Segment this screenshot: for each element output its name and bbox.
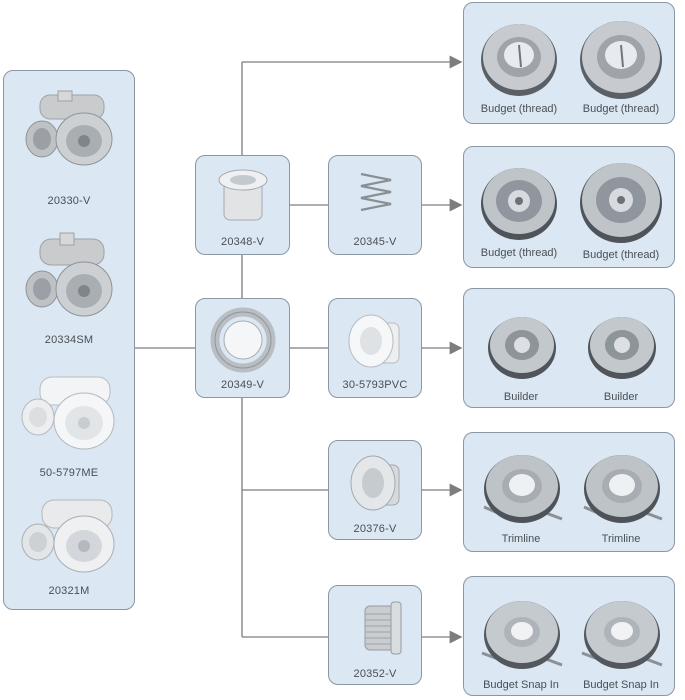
jet-label: Trimline bbox=[601, 533, 641, 545]
jet-label: Budget (thread) bbox=[582, 103, 660, 115]
jet-label: Budget Snap In bbox=[483, 679, 559, 691]
jet-builder-image bbox=[588, 317, 656, 379]
adapter-label: 20348-V bbox=[221, 236, 264, 248]
insert-label: 20352-V bbox=[353, 668, 397, 680]
jet-group-5: Budget Snap In Budget Snap In bbox=[463, 576, 675, 696]
insert-box-20352: 20352-V bbox=[328, 585, 422, 685]
jet-group-3: Builder Builder bbox=[463, 288, 675, 408]
jet-label: Builder bbox=[503, 391, 539, 403]
insert-20376-image bbox=[350, 455, 400, 511]
jet-group-2: Budget (thread) Budget (thread) bbox=[463, 146, 675, 268]
jet-label: Budget (thread) bbox=[582, 249, 660, 261]
housing-label: 20334SM bbox=[44, 334, 94, 346]
jet-label: Budget (thread) bbox=[480, 103, 558, 115]
insert-label: 20345-V bbox=[353, 236, 397, 248]
jet-budget-snap-in-image bbox=[581, 601, 663, 669]
jet-label: Budget (thread) bbox=[480, 247, 558, 259]
housing-505797me-image bbox=[21, 376, 115, 450]
housing-20334sm-image bbox=[25, 232, 113, 317]
jet-group-1: Budget (thread) Budget (thread) bbox=[463, 2, 675, 124]
housing-label: 20321M bbox=[48, 585, 90, 597]
jet-budget-thread-image bbox=[580, 21, 662, 99]
insert-box-20376: 20376-V bbox=[328, 440, 422, 540]
jet-budget-thread-image bbox=[481, 24, 557, 96]
jet-budget-thread-image bbox=[580, 163, 662, 243]
adapter-20349-image bbox=[210, 307, 276, 373]
insert-20352-image bbox=[364, 601, 402, 655]
housing-label: 20330-V bbox=[47, 195, 91, 207]
insert-20345-spring-image bbox=[360, 172, 392, 212]
housing-20321m-image bbox=[21, 499, 115, 573]
jet-label: Budget Snap In bbox=[583, 679, 659, 691]
housing-20330-image bbox=[25, 90, 113, 166]
jet-trimline-image bbox=[583, 455, 663, 523]
adapter-label: 20349-V bbox=[221, 379, 264, 391]
insert-box-305793pvc: 30-5793PVC bbox=[328, 298, 422, 398]
insert-label: 30-5793PVC bbox=[342, 379, 408, 391]
jet-group-4: Trimline Trimline bbox=[463, 432, 675, 552]
insert-305793pvc-image bbox=[348, 314, 400, 368]
adapter-box-20348: 20348-V bbox=[195, 155, 290, 255]
jet-builder-image bbox=[488, 317, 556, 379]
jet-trimline-image bbox=[483, 455, 563, 523]
adapter-box-20349: 20349-V bbox=[195, 298, 290, 398]
jet-budget-snap-in-image bbox=[481, 601, 563, 669]
jet-budget-thread-image bbox=[481, 168, 557, 240]
housings-panel: 20330-V 20334SM 50-5797ME 20321M bbox=[3, 70, 135, 610]
insert-label: 20376-V bbox=[353, 523, 397, 535]
adapter-20348-image bbox=[218, 169, 268, 221]
housing-label: 50-5797ME bbox=[39, 467, 99, 479]
jet-label: Trimline bbox=[501, 533, 541, 545]
jet-label: Builder bbox=[603, 391, 639, 403]
insert-box-20345: 20345-V bbox=[328, 155, 422, 255]
